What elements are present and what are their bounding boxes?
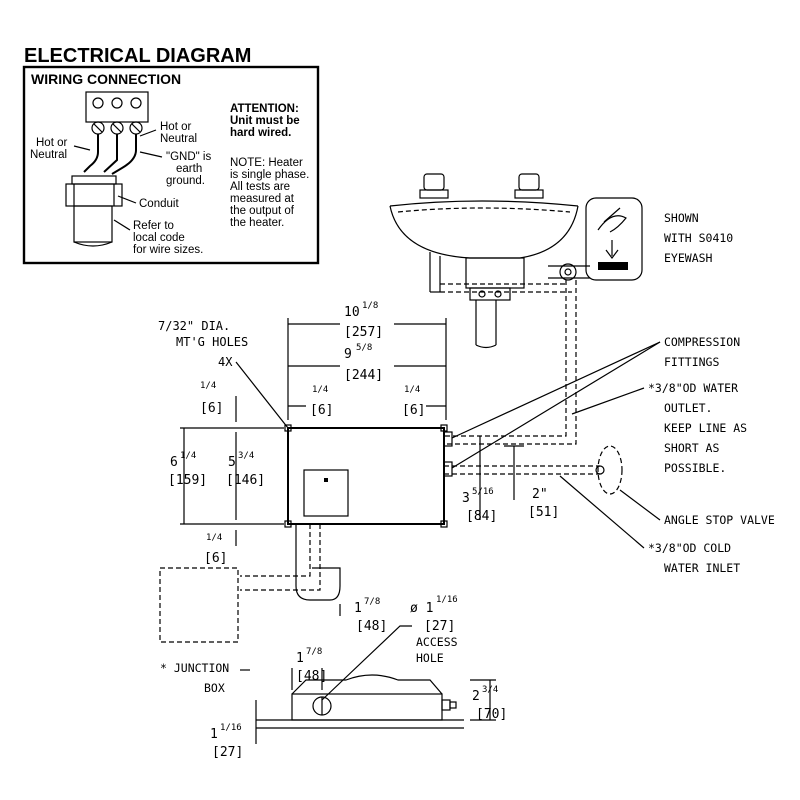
mounting-holes-label: 7/32" DIA. MT'G HOLES	[158, 319, 248, 349]
dim-base-mm: [27]	[212, 745, 243, 760]
dim-quarter-left-mm: [6]	[200, 401, 223, 416]
dim-outer-width	[287, 318, 447, 420]
four-x-label: 4X	[218, 355, 233, 369]
dim-side-height-fr: 3/4	[482, 685, 498, 695]
eyewash-bowl	[389, 173, 590, 349]
hot-left-leader	[73, 145, 91, 151]
refer-leader	[113, 219, 131, 231]
hot-right-label: Hot or Neutral	[160, 121, 197, 145]
gnd-label: "GND" is earth ground.	[166, 151, 214, 187]
outlet-pipe	[444, 280, 567, 437]
attention-label: ATTENTION: Unit must be hard wired.	[230, 103, 303, 139]
dim-base-in: 1	[210, 727, 218, 742]
shown-with-label: SHOWN WITH S0410 EYEWASH	[664, 211, 740, 265]
dim-side-height-mm: [70]	[476, 707, 507, 722]
dim-side-offset-in: 1	[296, 651, 304, 666]
gnd-leader	[139, 151, 163, 158]
dim-offset-fr: 5/16	[472, 487, 494, 497]
dim-outer-width-mm: [257]	[344, 325, 383, 340]
outlet-leader	[571, 387, 645, 415]
dim-quarter-a-fr: 1/4	[312, 385, 328, 395]
access-leader	[321, 625, 412, 701]
refer-label: Refer to local code for wire sizes.	[133, 220, 203, 256]
dim-quarter-bottom-mm: [6]	[204, 551, 227, 566]
access-panel-screw	[324, 478, 328, 482]
conduit-run-2	[240, 524, 321, 591]
dim-inner-height-mm: [146]	[226, 473, 265, 488]
dim-offset-in: 3	[462, 491, 470, 506]
water-outlet-label: *3/8"OD WATER OUTLET. KEEP LINE AS SHORT…	[648, 381, 754, 475]
access-dia-fr: 1/16	[436, 595, 458, 605]
access-dia-prefix: ø 1	[410, 601, 433, 616]
dim-side-offset-fr: 7/8	[306, 647, 322, 657]
dim-side-offset-mm: [48]	[296, 669, 327, 684]
dim-conduit-offset-in: 1	[354, 601, 362, 616]
dim-outer-width-fr: 1/8	[362, 301, 378, 311]
eyewash-sign-icon	[585, 197, 643, 281]
junction-box	[159, 567, 239, 643]
compression-fittings-label: COMPRESSION FITTINGS	[664, 335, 747, 369]
holes-leader	[235, 361, 289, 429]
access-panel	[303, 469, 349, 517]
dim-inner-width-mm: [244]	[344, 368, 383, 383]
dim-quarter-a-mm: [6]	[310, 403, 333, 418]
angle-stop-valve-icon	[595, 445, 623, 495]
outlet-pipe-2	[444, 280, 577, 445]
dim-inner-height-fr: 3/4	[238, 451, 254, 461]
water-inlet-label: *3/8"OD COLD WATER INLET	[648, 541, 740, 575]
compression-leader-1	[451, 341, 661, 439]
access-hole-label: ACCESS HOLE	[416, 635, 464, 665]
terminal-block	[83, 91, 149, 175]
dim-conduit-offset-fr: 7/8	[364, 597, 380, 607]
dim-outer-height-mm: [159]	[168, 473, 207, 488]
conduit-label: Conduit	[139, 198, 179, 210]
dim-quarter-b-mm: [6]	[402, 403, 425, 418]
dim-quarter-bottom-fr: 1/4	[206, 533, 222, 543]
dim-conduit-offset-mm: [48]	[356, 619, 387, 634]
angle-stop-valve-label: ANGLE STOP VALVE	[664, 513, 775, 527]
conduit-fitting	[65, 175, 123, 247]
junction-box-label: * JUNCTION BOX	[160, 661, 236, 695]
mounting-holes	[284, 424, 448, 528]
dim-outer-height-fr: 1/4	[180, 451, 196, 461]
valve-leader	[619, 489, 661, 521]
conduit-elbow	[295, 524, 341, 601]
dim-outer-height-in: 6	[170, 455, 178, 470]
dim-side-height-in: 2	[472, 689, 480, 704]
wiring-panel-subtitle: WIRING CONNECTION	[31, 71, 181, 87]
dim-two-mm: [51]	[528, 505, 559, 520]
dim-inner-width-fr: 5/8	[356, 343, 372, 353]
diagram-title: ELECTRICAL DIAGRAM	[24, 45, 251, 67]
inlet-leader	[559, 475, 645, 549]
conduit-run	[240, 524, 311, 577]
dim-inner-width-in: 9	[344, 347, 352, 362]
dim-base-fr: 1/16	[220, 723, 242, 733]
conduit-leader	[117, 195, 137, 204]
hot-left-label: Hot or Neutral	[30, 137, 71, 161]
dim-inner-height-in: 5	[228, 455, 236, 470]
access-dia-mm: [27]	[424, 619, 455, 634]
dim-outer-width-in: 10	[344, 305, 360, 320]
heater-note: NOTE: Heater is single phase. All tests …	[230, 157, 312, 229]
compression-leader-2	[451, 341, 661, 469]
dim-quarter-b-fr: 1/4	[404, 385, 420, 395]
wiring-panel-frame	[22, 65, 320, 265]
dim-offset-mm: [84]	[466, 509, 497, 524]
hot-right-leader	[139, 129, 157, 137]
dim-two-in: 2"	[532, 487, 548, 502]
heater-box	[287, 427, 445, 525]
dim-quarter-left-fr: 1/4	[200, 381, 216, 391]
heater-side-view	[256, 674, 464, 729]
compression-fittings	[443, 431, 453, 477]
